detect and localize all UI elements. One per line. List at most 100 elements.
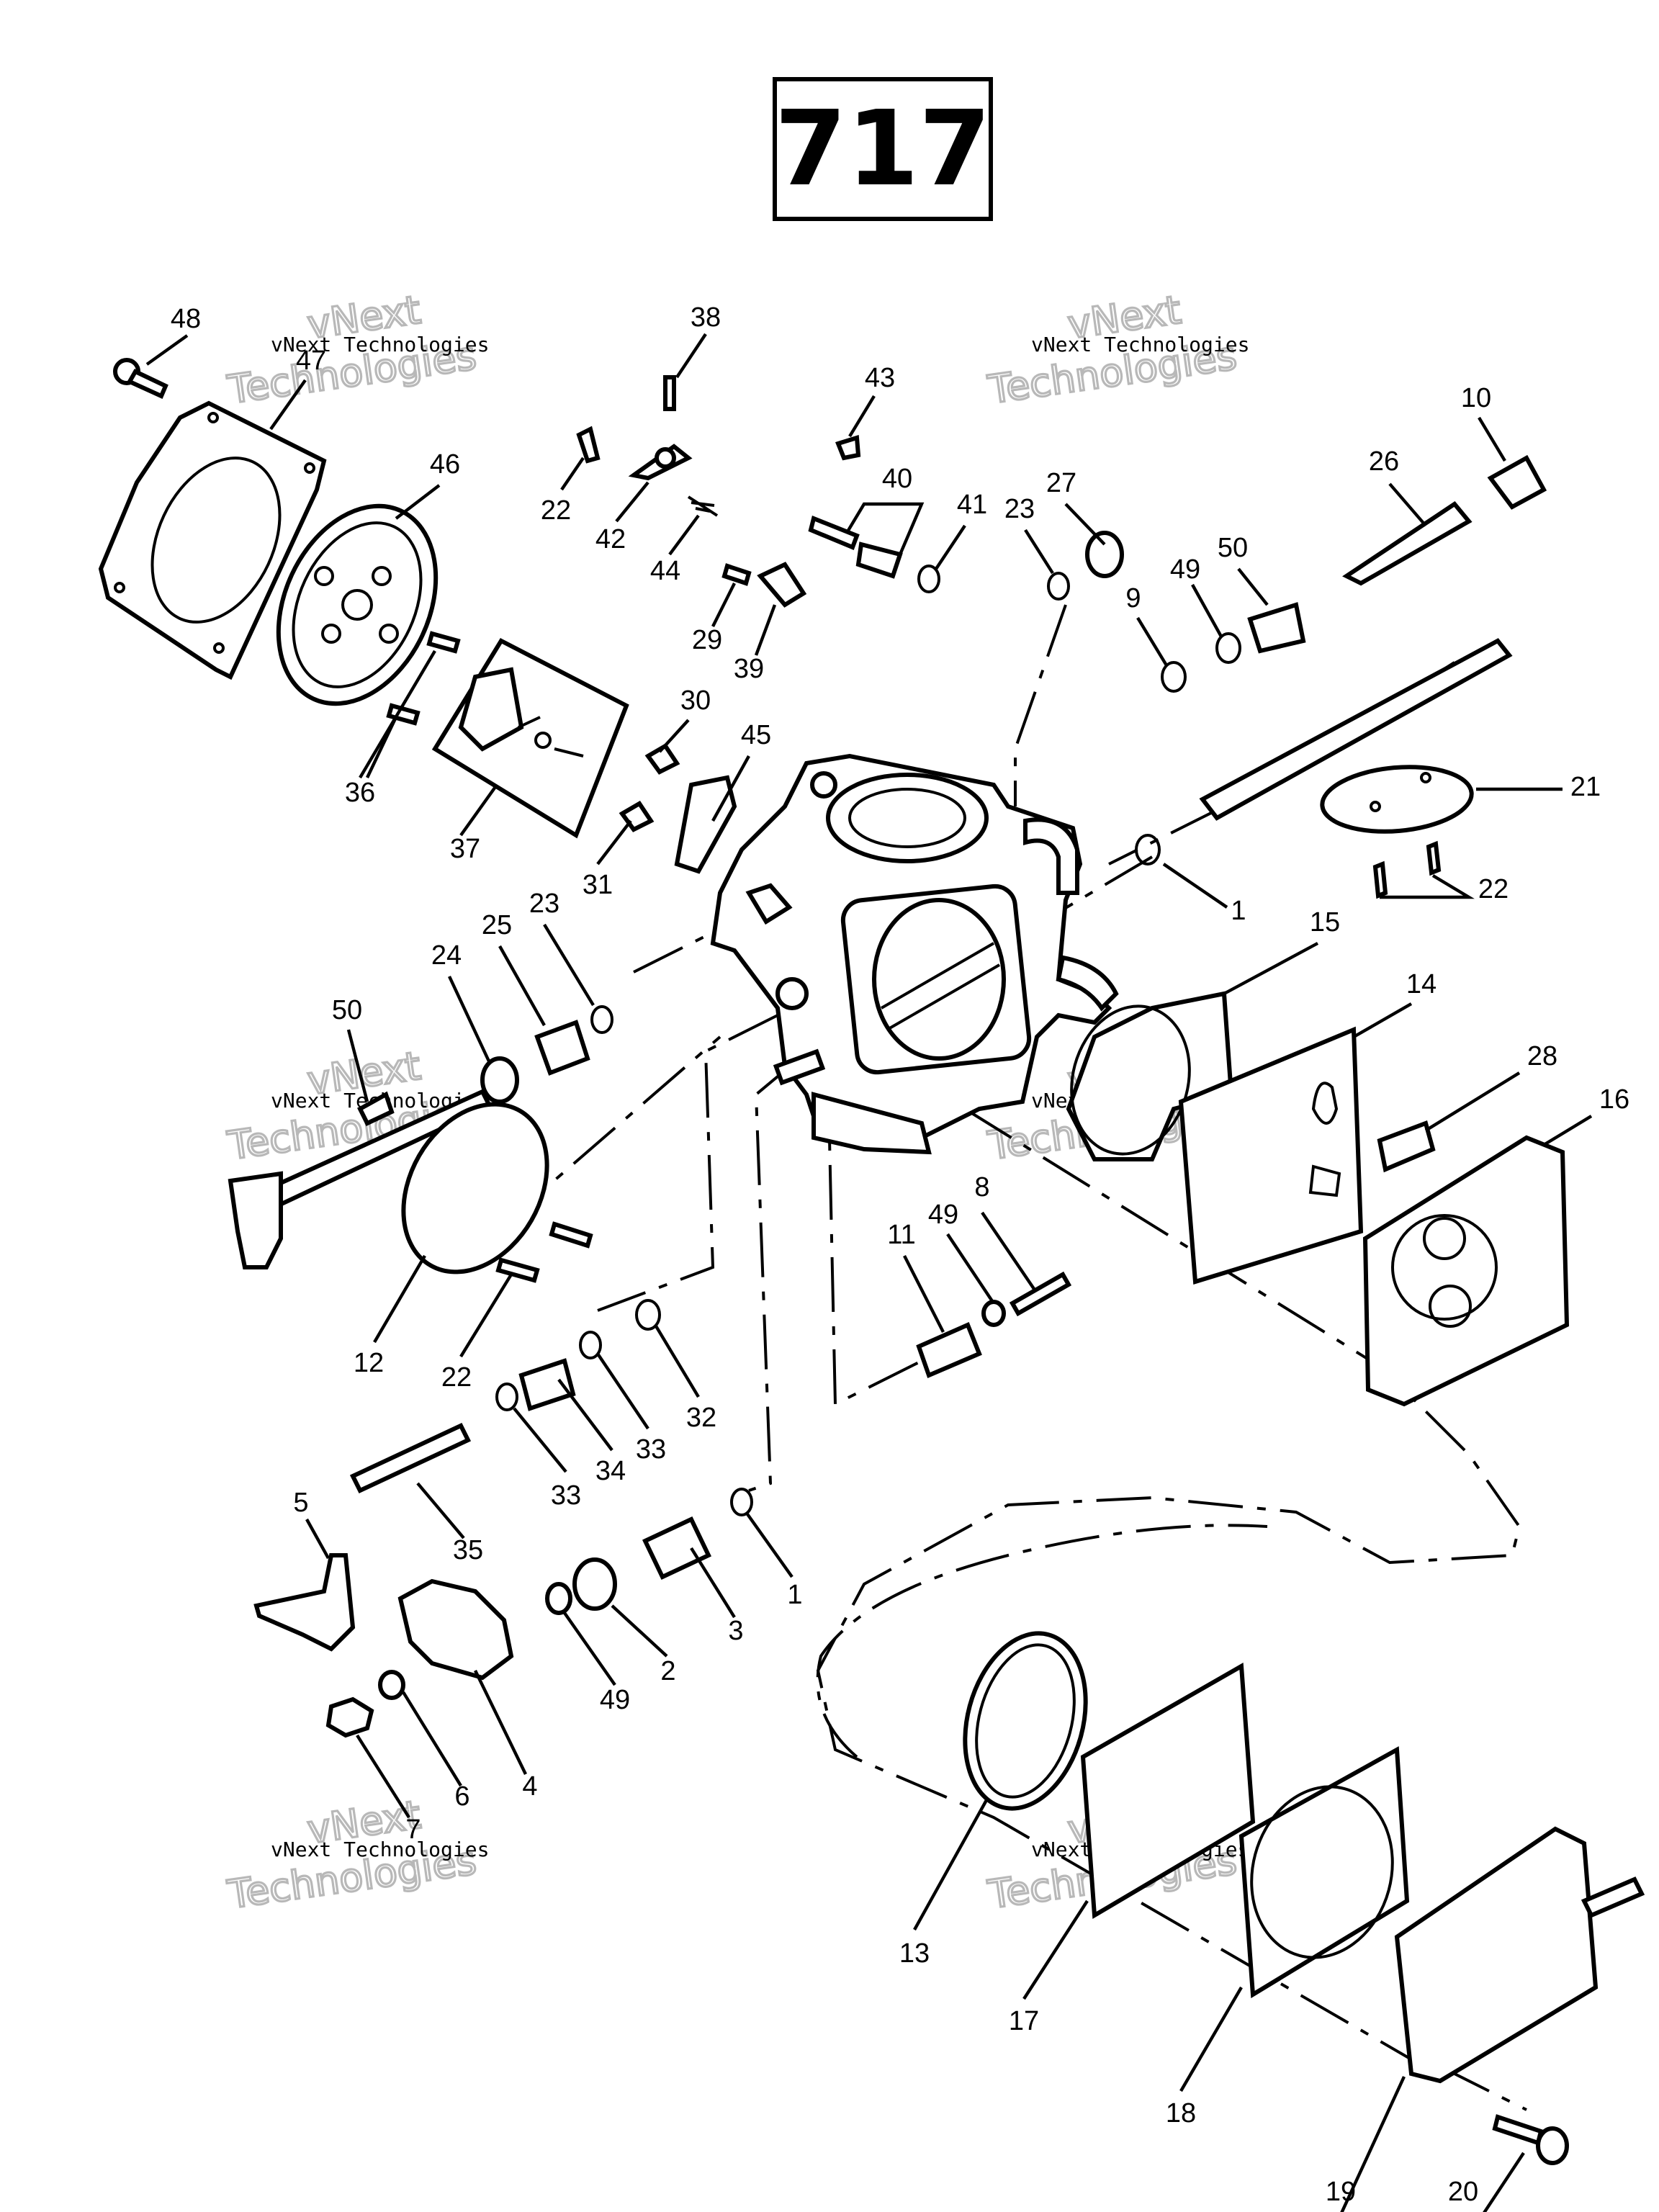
part-25-spring xyxy=(534,1020,590,1076)
part-49-washer-mid xyxy=(981,1300,1006,1327)
part-40-needle-valve xyxy=(808,515,903,579)
callout-c29: 29 xyxy=(692,625,722,655)
callout-c2: 2 xyxy=(660,1656,675,1686)
callout-c32: 32 xyxy=(686,1403,716,1433)
callout-c10: 10 xyxy=(1461,383,1491,413)
callout-c6: 6 xyxy=(454,1781,469,1812)
leader-lines xyxy=(145,333,1593,2212)
callout-c26: 26 xyxy=(1369,446,1399,477)
part-3-spring xyxy=(642,1516,712,1580)
part-16-pump-body xyxy=(1362,1135,1570,1407)
callout-c33b: 33 xyxy=(551,1480,581,1511)
part-49-washer-left xyxy=(545,1582,572,1615)
fuel-pump-outline-loop xyxy=(816,1524,1268,1758)
part-50-spring-left xyxy=(357,1091,395,1126)
callout-c38: 38 xyxy=(691,302,721,333)
callout-c11: 11 xyxy=(887,1220,915,1250)
part-44-spring xyxy=(687,495,719,517)
watermark-top-right: vNext Technologies vNext Technologies xyxy=(984,286,1249,414)
callout-c34: 34 xyxy=(595,1456,626,1486)
callout-c23a: 23 xyxy=(1004,494,1035,524)
callout-c21: 21 xyxy=(1570,772,1601,802)
part-47-pump-cover xyxy=(98,400,327,680)
part-21-throttle-shaft xyxy=(1199,638,1513,834)
callout-c37: 37 xyxy=(450,834,480,864)
callout-c19: 19 xyxy=(1326,2177,1356,2207)
callout-c46: 46 xyxy=(430,449,460,480)
callout-c22a: 22 xyxy=(541,495,571,526)
callout-c49c: 49 xyxy=(600,1685,630,1715)
carburetor-body xyxy=(710,753,1119,1155)
part-11-spring xyxy=(916,1322,982,1379)
part-23-ring-left xyxy=(590,1005,613,1034)
callout-c16: 16 xyxy=(1599,1084,1629,1115)
callout-c35: 35 xyxy=(453,1535,483,1565)
part-12-choke-shaft xyxy=(228,1089,549,1274)
callout-c43: 43 xyxy=(865,363,895,393)
part-23-ring-top xyxy=(1047,572,1070,601)
callout-c45: 45 xyxy=(741,720,771,750)
part-14-diaphragm xyxy=(1178,1026,1364,1285)
watermark-small: vNext Technologies xyxy=(1031,333,1249,356)
callout-c24: 24 xyxy=(431,940,462,971)
callout-c49b: 49 xyxy=(928,1200,958,1230)
callout-c7: 7 xyxy=(405,1815,421,1845)
part-30-jet xyxy=(644,742,680,775)
callout-c15: 15 xyxy=(1310,907,1340,938)
callout-c4: 4 xyxy=(522,1771,537,1802)
part-41-ring xyxy=(917,565,940,593)
part-7-nut xyxy=(325,1696,374,1738)
callout-c30: 30 xyxy=(680,685,711,716)
callout-c1b: 1 xyxy=(787,1580,802,1610)
callout-c14: 14 xyxy=(1406,969,1437,999)
part-43-clip xyxy=(835,435,861,461)
callout-c28: 28 xyxy=(1527,1041,1557,1071)
part-22-screws-right xyxy=(1372,840,1442,899)
part-29-screw xyxy=(721,563,752,586)
part-24-plug xyxy=(480,1056,519,1104)
part-22-screws-left xyxy=(495,1221,593,1283)
callout-c39: 39 xyxy=(734,654,764,684)
part-13-o-ring xyxy=(963,1631,1088,1811)
part-26-adjust-screw xyxy=(1342,501,1473,586)
part-36-screws xyxy=(386,631,461,726)
part-35-adjust-screw xyxy=(349,1423,472,1493)
page-number-frame xyxy=(773,77,993,221)
callout-c50a: 50 xyxy=(1218,533,1248,563)
part-34-spring xyxy=(518,1358,576,1411)
part-37-valve-kit xyxy=(431,638,629,839)
callout-c44: 44 xyxy=(650,556,680,586)
callout-c8: 8 xyxy=(974,1172,989,1202)
callout-c22c: 22 xyxy=(441,1362,472,1393)
part-33-ring-b xyxy=(495,1382,518,1411)
part-28-plug xyxy=(1377,1120,1436,1173)
callout-c42: 42 xyxy=(595,524,626,554)
part-33-ring-a xyxy=(579,1331,602,1359)
callout-c1a: 1 xyxy=(1231,896,1246,926)
part-49-washer-top xyxy=(1215,632,1241,664)
page-number-box: 717 xyxy=(773,77,993,221)
callout-c20: 20 xyxy=(1448,2177,1478,2207)
callout-c31: 31 xyxy=(583,870,613,900)
part-8-needle xyxy=(1009,1271,1072,1317)
part-38-pin xyxy=(663,375,676,411)
watermark-small: vNext Technologies xyxy=(271,1838,489,1861)
callout-c50b: 50 xyxy=(332,995,362,1025)
callout-c47: 47 xyxy=(296,346,326,376)
part-20-screw xyxy=(1492,2114,1569,2165)
part-9-ring xyxy=(1161,661,1187,693)
page-number: 717 xyxy=(775,88,992,209)
callout-c9: 9 xyxy=(1125,583,1141,613)
watermark-top-left: vNext Technologies vNext Technologies xyxy=(223,286,489,414)
callout-c3: 3 xyxy=(728,1616,743,1646)
part-46-diaphragm xyxy=(276,503,439,706)
part-4-cover xyxy=(397,1578,514,1681)
callout-c48: 48 xyxy=(171,304,201,334)
part-1-ring-left xyxy=(730,1488,753,1516)
part-1-ring-right xyxy=(1135,834,1161,866)
part-42-lever xyxy=(628,444,693,481)
part-5-lever xyxy=(253,1553,356,1652)
watermark-bottom-left: vNext Technologies vNext Technologies xyxy=(223,1791,489,1919)
callout-c40: 40 xyxy=(882,464,912,494)
